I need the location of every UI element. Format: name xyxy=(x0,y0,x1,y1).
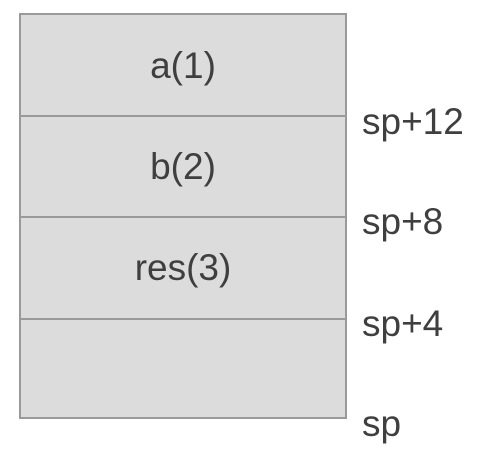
stack-slot-b: b(2) xyxy=(21,116,345,217)
stack-slot-a: a(1) xyxy=(21,15,345,116)
slot-label-b: b(2) xyxy=(150,145,216,187)
slot-divider xyxy=(21,216,345,218)
stack-slot-empty xyxy=(21,319,345,419)
slot-label-a: a(1) xyxy=(150,44,216,86)
stack-frame: a(1) b(2) res(3) xyxy=(19,13,347,419)
slot-divider xyxy=(21,115,345,117)
stack-slot-res: res(3) xyxy=(21,217,345,319)
address-label-sp-plus-8: sp+8 xyxy=(362,201,444,242)
address-label-sp-plus-12: sp+12 xyxy=(362,101,464,142)
address-label-sp-plus-4: sp+4 xyxy=(362,303,444,344)
slot-label-res: res(3) xyxy=(134,247,232,288)
address-label-sp: sp xyxy=(362,403,402,444)
slot-divider xyxy=(21,318,345,320)
